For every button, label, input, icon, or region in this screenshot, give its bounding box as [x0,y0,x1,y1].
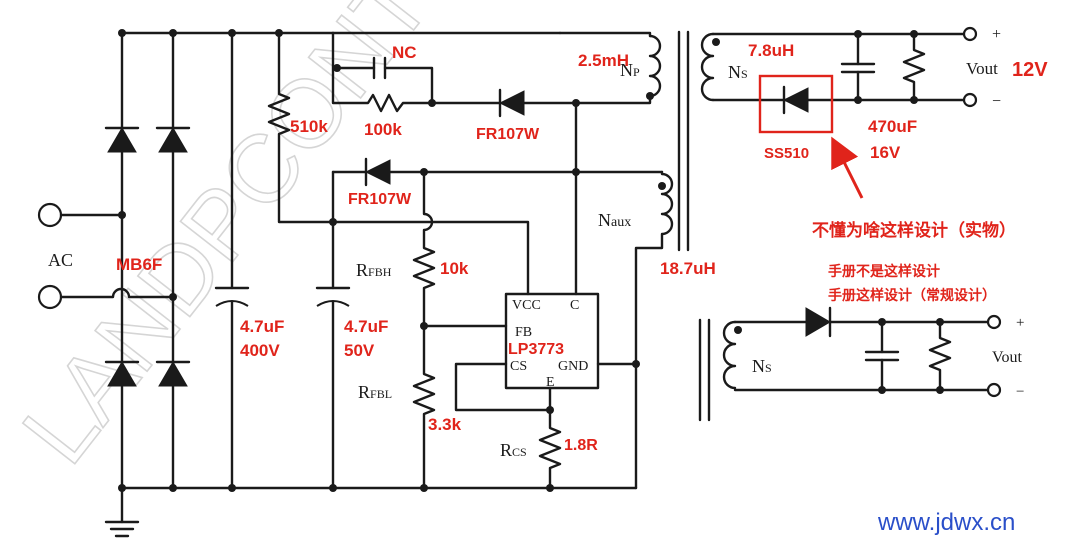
startup-resistor: 510k [267,29,530,296]
vout2-terminal-plus [986,314,1002,330]
secondary-actual: NS 7.8uH SS510 470uF 16V + − Vout 12V [700,26,1048,162]
ns-value: 7.8uH [748,41,794,60]
ac-terminal-top [37,202,63,228]
rfbh-name: RFBH [356,260,392,280]
vout-label: Vout [966,59,998,78]
bridge-diode-3 [107,361,137,387]
vout-terminal-minus [962,92,978,108]
controller-ic: VCC C FB LP3773 CS GND E RCS 1.8R [454,292,640,492]
vout-value: 12V [1012,59,1048,81]
naux-name: Naux [598,210,631,230]
rcs-name: RCS [500,440,527,460]
output-cap-value: 470uF [868,117,917,136]
np-value: 2.5mH [578,51,629,70]
vout2-minus: − [1016,384,1024,400]
aux-diode-label: FR107W [348,191,412,208]
snubber-cap-label: NC [392,43,417,62]
rfbl-value: 3.3k [428,415,462,434]
annotation-main: 不懂为啥这样设计（实物） [812,220,1016,240]
rfbl-name: RFBL [358,382,392,402]
bulk-capacitor: 4.7uF 400V [214,29,284,492]
annotation-arrow [831,136,864,199]
annotation-note-1: 手册不是这样设计 [828,263,940,279]
vout2-plus: + [1016,315,1024,331]
annotation-note-2: 手册这样设计（常规设计） [828,287,996,303]
naux-value: 18.7uH [660,259,716,278]
site-url: www.jdwx.cn [877,509,1015,536]
snubber-network: NC 100k FR107W [331,31,580,143]
ic-pin-fb: FB [515,325,532,340]
ac-terminal-bottom [37,284,63,310]
bridge-rectifier: MB6F [104,29,191,492]
watermark: LANDPCONT [2,0,451,483]
ns2-name: NS [752,356,772,376]
rcs-value: 1.8R [564,437,598,454]
np-name: NP [620,60,640,80]
secondary-datasheet: NS + − Vout [698,306,1024,422]
vcc-capacitor: 4.7uF 50V [315,170,388,492]
output-diode-label: SS510 [764,145,809,162]
ic-pin-c: C [570,298,579,313]
ic-body [504,292,600,390]
aux-winding: Naux 18.7uH FR107W [331,157,716,490]
vout2-label: Vout [992,349,1022,366]
vout-terminal-plus [962,26,978,42]
vout2-terminal-minus [986,382,1002,398]
ss510-highlight [758,74,834,134]
ac-label: AC [48,250,73,270]
snubber-diode-label: FR107W [476,126,540,143]
vout-minus: − [992,93,1001,110]
ic-pin-e: E [546,375,555,390]
output-cap-voltage: 16V [870,143,901,162]
bulk-cap-value: 4.7uF [240,317,284,336]
ground-symbol [104,486,140,538]
ic-pin-vcc: VCC [512,298,541,313]
transformer-core [677,30,690,252]
startup-resistor-value: 510k [290,117,328,136]
datasheet-diode [805,307,831,337]
ac-input: AC [37,202,175,310]
vout-plus: + [992,26,1001,43]
vcc-cap-value: 4.7uF [344,317,388,336]
bridge-diode-2 [158,127,188,153]
bridge-diode-4 [158,361,188,387]
rfbh-value: 10k [440,259,469,278]
bulk-cap-voltage: 400V [240,341,280,360]
snubber-res-value: 100k [364,120,402,139]
aux-diode [364,159,391,185]
bridge-label: MB6F [116,255,162,274]
ic-pin-cs: CS [510,359,527,374]
snubber-diode [498,90,525,116]
feedback-divider: RFBH 10k RFBL 3.3k [356,168,508,492]
ic-pin-gnd: GND [558,359,588,374]
primary-winding: 2.5mH NP [558,31,662,105]
output-diode [782,87,809,113]
bridge-diode-1 [107,127,137,153]
vcc-cap-voltage: 50V [344,341,375,360]
ic-name: LP3773 [508,341,564,358]
ns-name: NS [728,62,748,82]
